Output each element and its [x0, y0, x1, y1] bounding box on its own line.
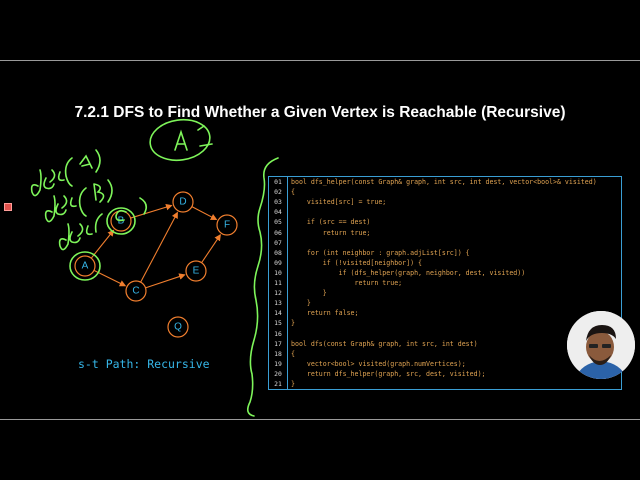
line-number: 10: [274, 268, 282, 277]
node-label-q: Q: [174, 322, 182, 333]
code-line: return true;: [291, 228, 371, 237]
line-number: 01: [274, 178, 282, 186]
highlight-circle-a: [69, 251, 101, 281]
line-number: 02: [274, 188, 282, 197]
line-number: 05: [274, 218, 282, 227]
code-line: }: [291, 319, 295, 328]
code-line: return false;: [291, 309, 359, 318]
code-line: vector<bool> visited(graph.numVertices);: [291, 359, 466, 368]
node-label-e: E: [193, 266, 200, 277]
edge-c-d: [140, 211, 178, 283]
node-f: [216, 214, 238, 236]
node-label-a: A: [82, 261, 89, 272]
node-a: [74, 255, 96, 277]
code-line: }: [291, 299, 311, 308]
line-number: 07: [274, 238, 282, 247]
ink-circled-a: [149, 118, 211, 162]
edge-e-f: [201, 234, 221, 264]
line-number: 17: [274, 339, 282, 348]
code-line: if (dfs_helper(graph, neighbor, dest, vi…: [291, 268, 526, 277]
ink-letter-a: [174, 125, 213, 151]
code-line: {: [291, 188, 295, 197]
ink-dfs-c: [58, 197, 148, 251]
line-number: 13: [274, 299, 282, 308]
node-c: [125, 280, 147, 302]
code-line: return true;: [291, 279, 403, 287]
code-line: bool dfs(const Graph& graph, int src, in…: [291, 339, 478, 348]
top-divider: [0, 60, 640, 61]
line-number: 16: [274, 329, 282, 338]
line-number: 19: [274, 359, 282, 368]
code-line: visited[src] = true;: [291, 198, 387, 207]
code-line: {: [291, 349, 295, 358]
node-label-d: D: [179, 197, 186, 208]
ink-dfs-a: [30, 149, 101, 197]
presenter-webcam: [567, 311, 635, 379]
line-number: 21: [274, 380, 282, 388]
edge-a-c: [93, 269, 127, 287]
line-number: 08: [274, 248, 282, 257]
ink-dfs-b: [44, 179, 113, 223]
node-label-f: F: [224, 220, 230, 231]
code-line: bool dfs_helper(const Graph& graph, int …: [291, 178, 597, 186]
presenter-avatar-icon: [567, 311, 635, 379]
slide-title: 7.2.1 DFS to Find Whether a Given Vertex…: [74, 104, 566, 121]
edge-c-e: [145, 273, 186, 289]
edge-d-f: [191, 206, 218, 220]
line-number: 14: [274, 309, 282, 318]
line-number: 09: [274, 258, 282, 267]
code-line: for (int neighbor : graph.adjList[src]) …: [291, 248, 470, 257]
line-number: 04: [274, 208, 282, 217]
line-number: 15: [274, 319, 282, 328]
bottom-divider: [0, 419, 640, 420]
line-number: 18: [274, 349, 282, 358]
line-number: 03: [274, 198, 282, 207]
node-q: [167, 316, 189, 338]
highlight-circle-b: [106, 207, 136, 235]
node-e: [185, 260, 207, 282]
code-line: if (src == dest): [291, 218, 371, 227]
code-line: }: [291, 380, 295, 388]
line-number: 12: [274, 289, 282, 298]
line-number: 20: [274, 369, 282, 378]
edge-b-d: [130, 203, 173, 219]
line-number: 06: [274, 228, 282, 237]
code-line: if (!visited[neighbor]) {: [291, 258, 423, 267]
edge-a-b: [90, 229, 115, 259]
ink-left-bracket: [246, 157, 279, 417]
line-number: 11: [274, 279, 282, 287]
caption-text: s-t Path: Recursive: [78, 357, 210, 371]
graph-edges: [90, 203, 221, 289]
code-line: return dfs_helper(graph, src, dest, visi…: [291, 369, 486, 378]
code-line: }: [291, 289, 327, 298]
node-label-c: C: [132, 286, 139, 297]
node-d: [172, 191, 194, 213]
record-indicator-icon[interactable]: [4, 203, 12, 211]
